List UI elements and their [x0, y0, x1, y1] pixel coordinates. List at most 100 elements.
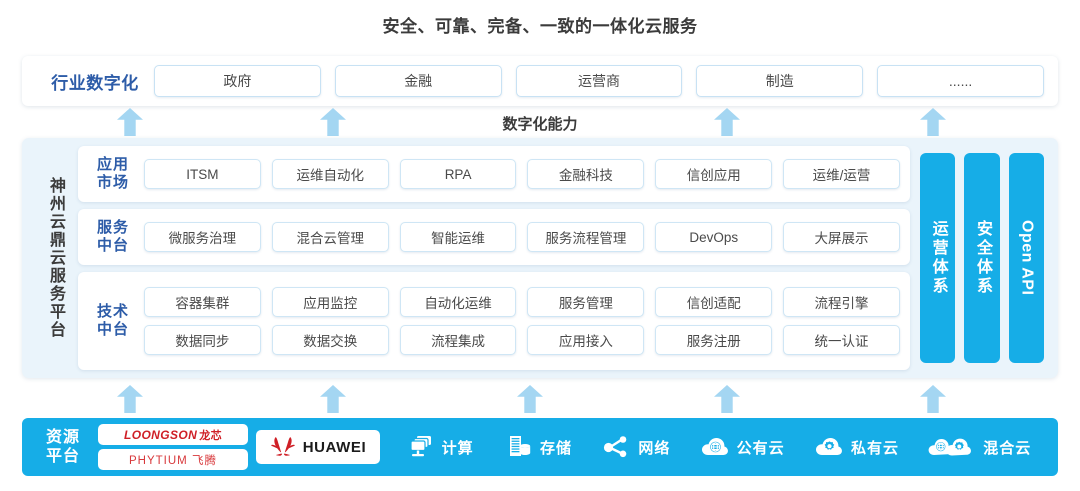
resource-item-label: 存储 [539, 439, 572, 457]
hybrid-cloud-icon [928, 438, 972, 456]
capability-chip[interactable]: DevOps [655, 222, 773, 252]
layer-application-market: 应用 市场 ITSM 运维自动化 RPA 金融科技 信创应用 运维/运营 [78, 146, 910, 202]
layer-grid: ITSM 运维自动化 RPA 金融科技 信创应用 运维/运营 [144, 159, 900, 189]
pillar-operations-system[interactable]: 运营体系 [920, 153, 956, 363]
resource-item-private-cloud[interactable]: 私有云 [814, 434, 899, 460]
capability-chip[interactable]: 自动化运维 [399, 287, 517, 317]
resource-item-label: 网络 [638, 439, 671, 457]
layer-label-line: 技术 [96, 303, 129, 321]
resource-item-label: 公有云 [736, 439, 785, 457]
phytium-logo-cjk: 飞腾 [191, 454, 217, 467]
platform-side-label-text: 神州云鼎云服务平台 [47, 177, 64, 339]
layer-label-line: 市场 [96, 174, 129, 191]
industry-box[interactable]: 制造 [696, 65, 864, 97]
industry-band-label: 行业数字化 [51, 73, 139, 93]
capability-chip[interactable]: 混合云管理 [271, 222, 389, 252]
industry-box[interactable]: 金融 [334, 65, 502, 97]
capability-chip[interactable]: 流程引擎 [783, 287, 900, 317]
capability-chip[interactable]: 服务注册 [655, 325, 773, 355]
capability-chip[interactable]: 数据交换 [271, 325, 389, 355]
resource-item-label: 私有云 [850, 439, 899, 457]
loongson-logo-text: LOONGSON [123, 427, 198, 442]
resource-item-label: 计算 [441, 439, 474, 457]
up-arrow-icon [714, 385, 740, 413]
capability-chip[interactable]: 金融科技 [527, 159, 645, 189]
layer-label-technology-platform: 技术 中台 [82, 303, 144, 338]
platform-layers: 应用 市场 ITSM 运维自动化 RPA 金融科技 信创应用 运维/运营 [78, 146, 910, 370]
capability-chip[interactable]: 流程集成 [399, 325, 517, 355]
industry-box[interactable]: ...... [877, 65, 1044, 97]
capability-chip[interactable]: 信创应用 [655, 159, 773, 189]
pillar-label: 运营体系 [929, 220, 947, 296]
arrow-row-bottom [0, 385, 1080, 413]
platform-side-label: 神州云鼎云服务平台 [32, 146, 78, 370]
capability-chip[interactable]: RPA [399, 159, 517, 189]
arrow-row-top: 数字化能力 [0, 108, 1080, 136]
industry-band: 行业数字化 政府 金融 运营商 制造 ...... [22, 56, 1058, 106]
chip-row: ITSM 运维自动化 RPA 金融科技 信创应用 运维/运营 [144, 159, 900, 189]
capability-chip[interactable]: 应用监控 [271, 287, 389, 317]
huawei-logo-text: HUAWEI [302, 438, 367, 456]
up-arrow-icon [117, 385, 143, 413]
up-arrow-icon [320, 385, 346, 413]
pillar-open-api[interactable]: Open API [1008, 153, 1044, 363]
capability-chip[interactable]: 应用接入 [527, 325, 645, 355]
capability-chip[interactable]: 服务管理 [527, 287, 645, 317]
pillar-label: Open API [1018, 220, 1036, 296]
resource-item-network[interactable]: 网络 [601, 434, 670, 460]
platform-pillars: 运营体系 安全体系 Open API [910, 146, 1048, 370]
layer-label-service-platform: 服务 中台 [82, 219, 144, 254]
resource-item-storage[interactable]: 存储 [503, 434, 572, 460]
layer-label-line: 中台 [96, 237, 129, 254]
capability-chip[interactable]: 运维/运营 [783, 159, 900, 189]
chip-row: 微服务治理 混合云管理 智能运维 服务流程管理 DevOps 大屏展示 [144, 222, 900, 252]
layer-grid: 容器集群 应用监控 自动化运维 服务管理 信创适配 流程引擎 数据同步 数据交换… [144, 287, 900, 355]
resource-label-line: 平台 [45, 448, 80, 465]
capability-chip[interactable]: 容器集群 [144, 287, 261, 317]
capability-chip[interactable]: 微服务治理 [144, 222, 261, 252]
loongson-logo-cjk: 龙芯 [199, 429, 222, 442]
industry-box[interactable]: 运营商 [515, 65, 683, 97]
huawei-logo: HUAWEI [256, 430, 380, 464]
layer-label-line: 应用 [96, 156, 129, 174]
cloud-platform-panel: 神州云鼎云服务平台 应用 市场 ITSM 运维自动化 RPA 金融科技 信创应用… [22, 138, 1058, 378]
phytium-logo-text: PHYTIUM [129, 454, 188, 467]
capability-label: 数字化能力 [502, 116, 578, 133]
capability-chip[interactable]: 统一认证 [783, 325, 900, 355]
capability-chip[interactable]: 智能运维 [399, 222, 517, 252]
capability-chip[interactable]: 数据同步 [144, 325, 261, 355]
layer-grid: 微服务治理 混合云管理 智能运维 服务流程管理 DevOps 大屏展示 [144, 222, 900, 252]
pillar-security-system[interactable]: 安全体系 [964, 153, 1000, 363]
resource-label-line: 资源 [45, 428, 80, 446]
compute-icon [410, 436, 431, 457]
capability-chip[interactable]: 服务流程管理 [527, 222, 645, 252]
public-cloud-icon [701, 438, 728, 455]
industry-items: 政府 金融 运营商 制造 ...... [154, 65, 1044, 97]
resource-platform-label: 资源 平台 [34, 428, 92, 466]
resource-item-hybrid-cloud[interactable]: 混合云 [928, 434, 1031, 460]
resource-item-public-cloud[interactable]: 公有云 [700, 434, 785, 460]
capability-chip[interactable]: ITSM [144, 159, 261, 189]
layer-label-application-market: 应用 市场 [82, 156, 144, 191]
up-arrow-icon [920, 385, 946, 413]
capability-chip[interactable]: 运维自动化 [271, 159, 389, 189]
private-cloud-icon [815, 438, 842, 455]
chip-row: 数据同步 数据交换 流程集成 应用接入 服务注册 统一认证 [144, 325, 900, 355]
layer-technology-platform: 技术 中台 容器集群 应用监控 自动化运维 服务管理 信创适配 流程引擎 数据同… [78, 272, 910, 370]
chip-row: 容器集群 应用监控 自动化运维 服务管理 信创适配 流程引擎 [144, 287, 900, 317]
capability-chip[interactable]: 信创适配 [655, 287, 773, 317]
resource-item-label: 混合云 [983, 439, 1032, 457]
network-icon [604, 436, 627, 458]
page-title: 安全、可靠、完备、一致的一体化云服务 [382, 17, 698, 36]
layer-service-platform: 服务 中台 微服务治理 混合云管理 智能运维 服务流程管理 DevOps 大屏展… [78, 209, 910, 265]
capability-chip[interactable]: 大屏展示 [783, 222, 900, 252]
resource-item-compute[interactable]: 计算 [405, 434, 474, 460]
phytium-logo: PHYTIUM 飞腾 [98, 449, 248, 470]
layer-label-line: 中台 [96, 321, 129, 338]
industry-box[interactable]: 政府 [154, 65, 321, 97]
pillar-label: 安全体系 [973, 220, 991, 296]
